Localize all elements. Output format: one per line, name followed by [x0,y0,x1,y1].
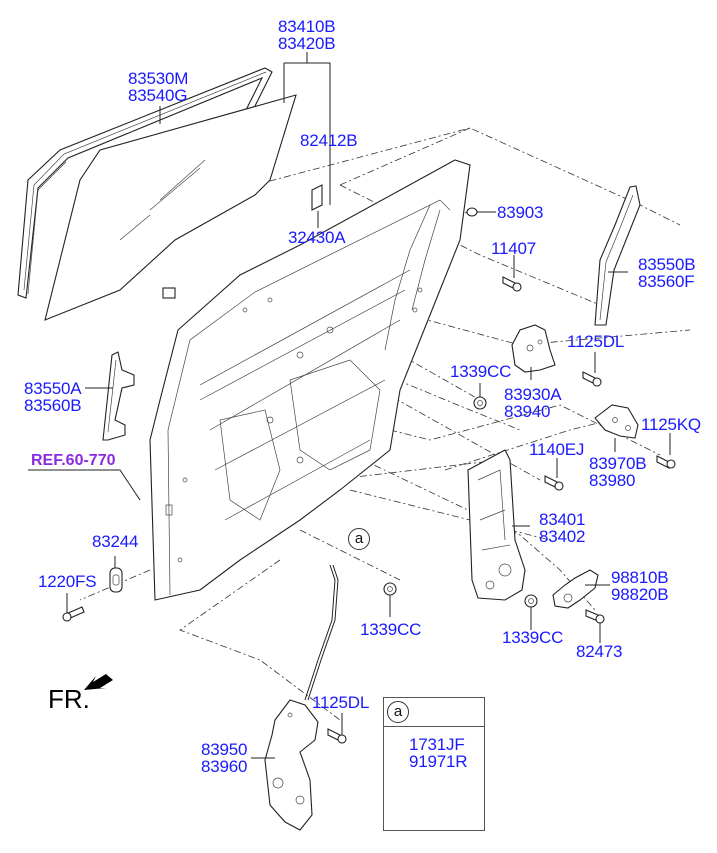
callout-nut-1339cc-regulator[interactable]: 1339CC [502,629,563,646]
callout-label-sticker[interactable]: 32430A [288,228,346,247]
callout-glass-run[interactable]: 83530M 83540G [128,70,188,104]
part-number: 83950 [201,740,248,759]
callout-rear-channel[interactable]: 83550B 83560F [638,255,696,291]
callout-nut-1339cc-upper[interactable]: 1339CC [450,363,511,380]
bolt-parts [62,276,676,744]
callout-regulator[interactable]: 83401 83402 [539,511,585,545]
part-number: 83410B [278,17,336,36]
part-number: 83560B [24,396,82,415]
window-regulator-part [467,449,526,601]
door-panel-part [149,159,471,601]
part-number: 98820B [611,585,669,604]
part-number: 83903 [497,203,544,222]
part-number: 91971R [409,752,468,771]
front-channel-part [102,351,135,441]
callout-motor[interactable]: 98810B 98820B [611,568,669,604]
front-arrow-icon [84,674,113,690]
rear-channel-part [594,185,641,326]
part-number: 11407 [491,239,537,258]
hinge-bracket-part [594,404,639,439]
inset-marker: a [387,701,409,723]
part-number: 1125DL [567,332,625,351]
callout-bolt-82473[interactable]: 82473 [576,643,622,660]
part-number: 1220FS [38,572,97,591]
callout-bolt-11407[interactable]: 11407 [491,240,536,257]
callout-striker[interactable]: 83244 [92,533,138,550]
part-number: 83550A [24,379,82,398]
callout-bolt-1125kq[interactable]: 1125KQ [641,416,701,433]
striker-part [109,567,123,593]
callout-inset-grommet[interactable]: 1731JF 91971R [409,735,468,771]
plug-part [466,207,478,217]
glass-clip [162,287,176,299]
part-number: 83402 [539,527,586,546]
label-sticker-part [311,184,323,211]
part-number: 1125DL [312,693,370,712]
detail-inset: a 1731JF 91971R [383,697,485,831]
part-number: 83980 [589,471,636,490]
part-number: 1339CC [502,628,564,647]
reference-link[interactable]: REF.60-770 [31,452,116,469]
callout-bolt-1125dl-upper[interactable]: 1125DL [567,333,624,350]
detail-marker[interactable]: a [348,528,370,550]
callout-bolt-1220fs[interactable]: 1220FS [38,572,97,591]
door-glass-part [44,94,297,321]
part-number: 83940 [504,402,551,421]
part-number: 98810B [611,568,669,587]
callout-door-glass[interactable]: 83410B 83420B [278,17,336,53]
lower-latch-part [264,564,339,831]
part-number: 83244 [92,532,139,551]
part-number: 83420B [278,34,336,53]
part-number: 83560F [638,272,695,291]
callout-nut-1339cc-lower[interactable]: 1339CC [360,621,421,638]
callout-glass-channel[interactable]: 82412B [300,131,358,150]
callout-plug[interactable]: 83903 [497,204,543,221]
part-number: 83530M [128,69,189,88]
part-number: 1140EJ [529,440,585,459]
part-number: 82412B [300,131,358,150]
part-number: 32430A [288,228,346,247]
callout-hinge-bracket[interactable]: 83970B 83980 [589,454,647,490]
front-indicator: FR. [48,684,90,714]
callout-latch-bracket[interactable]: 83930A 83940 [504,385,562,421]
part-number: 83550B [638,255,696,274]
part-number: 1339CC [450,362,512,381]
part-number: 1125KQ [641,415,701,434]
part-number: 1731JF [409,735,465,754]
part-number: 83540G [128,86,188,105]
callout-front-channel[interactable]: 83550A 83560B [24,379,82,415]
part-number: 83401 [539,510,586,529]
part-number: 83960 [201,757,248,776]
callout-bolt-1125dl-lower[interactable]: 1125DL [312,694,369,711]
window-motor-part [552,569,599,609]
inset-header: a [384,698,484,727]
callout-lower-latch[interactable]: 83950 83960 [201,741,247,775]
part-number: 83970B [589,454,647,473]
part-number: 82473 [576,642,623,661]
part-number: 1339CC [360,620,422,639]
latch-bracket-part [511,324,556,373]
callout-bolt-1140ej[interactable]: 1140EJ [529,441,584,458]
part-number: 83930A [504,385,562,404]
